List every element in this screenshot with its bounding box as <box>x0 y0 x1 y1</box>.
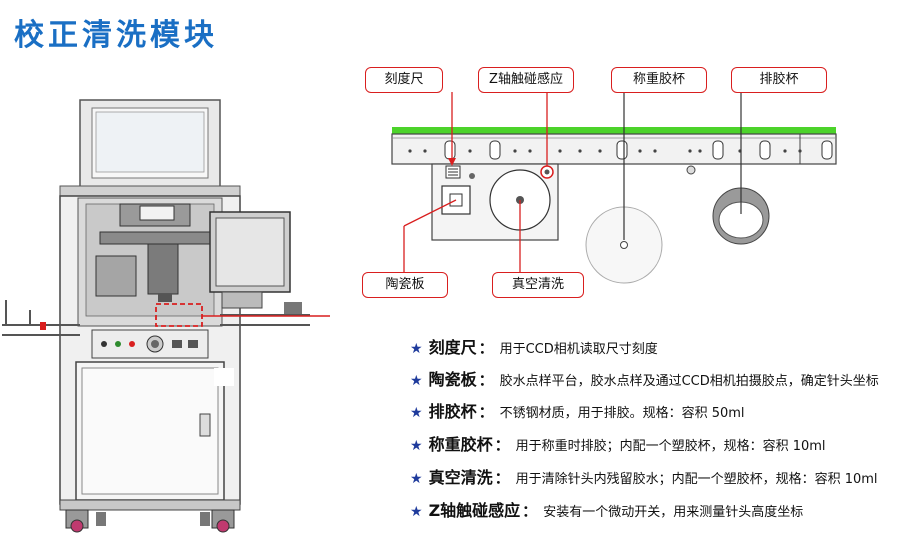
desc-term: 排胶杯 <box>428 402 477 421</box>
callout-vacuum-clean: 真空清洗 <box>492 272 584 298</box>
callout-z-sensor: Z轴触碰感应 <box>478 67 574 93</box>
star-icon: ★ <box>410 373 423 389</box>
star-icon: ★ <box>410 405 423 421</box>
callout-scale-ruler: 刻度尺 <box>365 67 443 93</box>
star-icon: ★ <box>410 471 423 487</box>
desc-item-ceramic-plate: ★ 陶瓷板： 胶水点样平台，胶水点样及通过CCD相机拍摄胶点，确定针头坐标 <box>410 366 904 392</box>
desc-item-scale-ruler: ★ 刻度尺： 用于CCD相机读取尺寸刻度 <box>410 334 904 360</box>
star-icon: ★ <box>410 504 423 520</box>
desc-item-weigh-cup: ★ 称重胶杯： 用于称重时排胶；内配一个塑胶杯，规格：容积 10ml <box>410 431 904 457</box>
desc-text: 胶水点样平台，胶水点样及通过CCD相机拍摄胶点，确定针头坐标 <box>499 374 879 389</box>
desc-term: 陶瓷板 <box>428 370 477 389</box>
desc-term: 真空清洗 <box>428 468 493 487</box>
desc-item-vacuum-clean: ★ 真空清洗： 用于清除针头内残留胶水；内配一个塑胶杯，规格：容积 10ml <box>410 464 904 490</box>
callout-weigh-cup: 称重胶杯 <box>611 67 707 93</box>
desc-term: 称重胶杯 <box>428 435 493 454</box>
desc-term: 刻度尺 <box>428 338 477 357</box>
callout-ceramic-plate: 陶瓷板 <box>362 272 448 298</box>
desc-text: 用于清除针头内残留胶水；内配一个塑胶杯，规格：容积 10ml <box>515 472 878 487</box>
desc-colon: ： <box>478 339 494 357</box>
desc-text: 不锈钢材质，用于排胶。规格：容积 50ml <box>499 406 745 421</box>
desc-term: Z轴触碰感应 <box>428 501 521 520</box>
desc-text: 安装有一个微动开关，用来测量针头高度坐标 <box>543 505 804 520</box>
green-rail <box>392 127 836 134</box>
machine-illustration <box>2 99 330 533</box>
desc-item-z-sensor: ★ Z轴触碰感应： 安装有一个微动开关，用来测量针头高度坐标 <box>410 497 904 523</box>
desc-item-discharge-cup: ★ 排胶杯： 不锈钢材质，用于排胶。规格：容积 50ml <box>410 398 904 424</box>
module-detail-drawing <box>391 92 837 284</box>
desc-colon: ： <box>494 436 510 454</box>
desc-colon: ： <box>522 502 538 520</box>
star-icon: ★ <box>410 341 423 357</box>
desc-text: 用于CCD相机读取尺寸刻度 <box>499 342 658 357</box>
callout-discharge-cup: 排胶杯 <box>731 67 827 93</box>
desc-colon: ： <box>478 371 494 389</box>
desc-text: 用于称重时排胶；内配一个塑胶杯，规格：容积 10ml <box>515 439 826 454</box>
desc-colon: ： <box>494 469 510 487</box>
page-title: 校正清洗模块 <box>14 18 218 53</box>
star-icon: ★ <box>410 438 423 454</box>
desc-colon: ： <box>478 403 494 421</box>
